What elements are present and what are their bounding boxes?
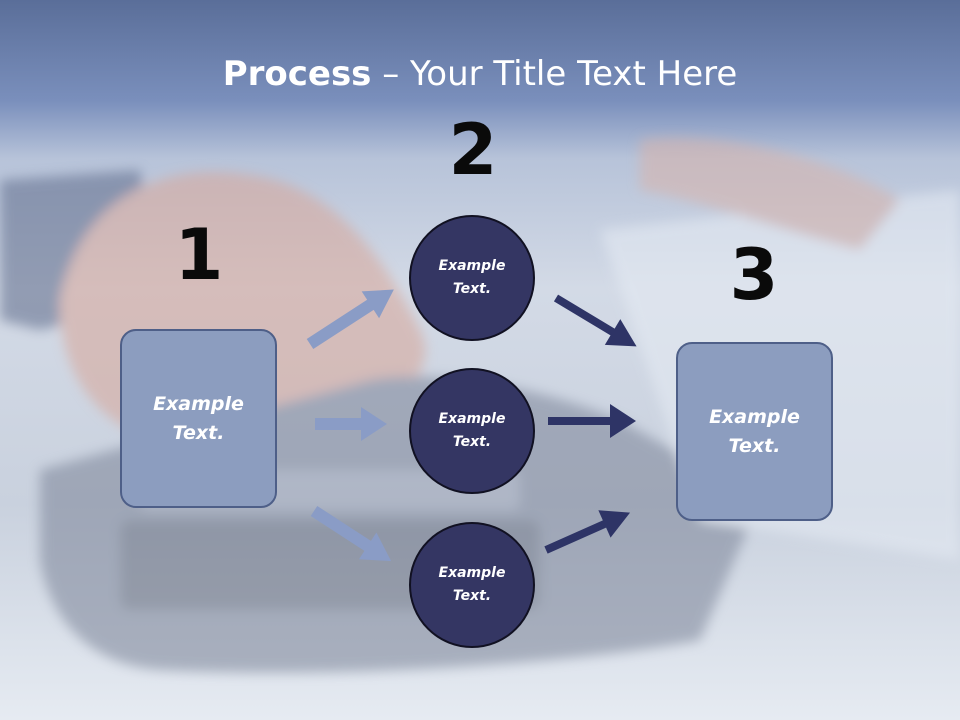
circle-middle: Example Text. — [409, 368, 535, 494]
slide-title: Process – Your Title Text Here — [0, 52, 960, 96]
left-box-line2: Text. — [172, 421, 225, 444]
left-box: Example Text. — [120, 329, 277, 508]
circle-bottom-line1: Example — [438, 565, 506, 581]
title-bold: Process — [222, 54, 372, 94]
circle-middle-line2: Text. — [452, 434, 492, 450]
arrow-bottom-to-right — [544, 510, 631, 554]
circle-top: Example Text. — [409, 215, 535, 341]
left-box-line1: Example — [153, 392, 244, 415]
arrow-left-to-top — [306, 289, 394, 350]
circle-bottom: Example Text. — [409, 522, 535, 648]
circle-middle-line1: Example — [438, 411, 506, 427]
arrow-left-to-bottom — [310, 505, 392, 562]
right-box: Example Text. — [676, 342, 833, 521]
circle-top-line2: Text. — [452, 281, 492, 297]
step-number-1: 1 — [174, 214, 224, 296]
title-rest: – Your Title Text Here — [371, 54, 738, 94]
right-box-line1: Example — [709, 405, 800, 428]
right-box-line2: Text. — [728, 434, 781, 457]
arrow-top-to-right — [553, 294, 637, 347]
arrow-middle-to-right — [548, 404, 636, 438]
circle-top-line1: Example — [438, 258, 506, 274]
arrow-left-to-middle — [315, 407, 387, 441]
step-number-2: 2 — [448, 109, 498, 191]
circle-bottom-line2: Text. — [452, 588, 492, 604]
step-number-3: 3 — [729, 234, 779, 316]
